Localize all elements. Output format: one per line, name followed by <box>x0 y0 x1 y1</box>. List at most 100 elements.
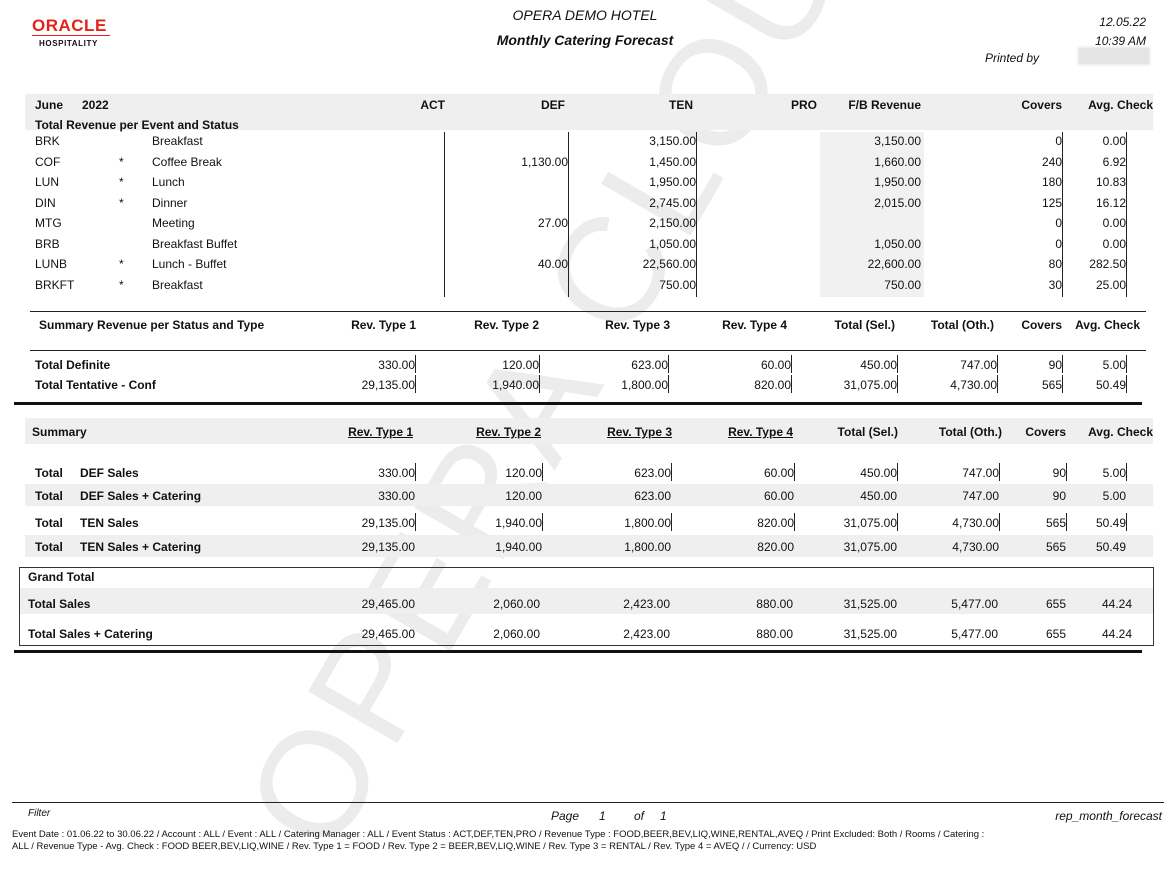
fb-value: 2,015.00 <box>874 195 921 210</box>
rev-type-4-value: 820.00 <box>754 378 791 392</box>
of-label: of <box>634 809 645 823</box>
rev-type-3-value: 2,423.00 <box>623 597 670 611</box>
col-covers: Covers <box>1025 425 1066 439</box>
avg-check-value: 44.24 <box>1101 627 1132 641</box>
covers-value: 565 <box>1041 378 1062 392</box>
cell-divider <box>794 463 795 481</box>
row-label-total: Total <box>35 489 63 503</box>
report-time: 10:39 AM <box>1095 34 1146 48</box>
col-rev-type-3: Rev. Type 3 <box>605 318 670 332</box>
event-code: DIN <box>35 195 56 210</box>
printed-by-redacted <box>1078 47 1150 65</box>
cell-divider <box>1126 375 1127 393</box>
cell-divider <box>1126 355 1127 373</box>
rev-type-4-value: 880.00 <box>756 627 793 641</box>
ten-value: 1,950.00 <box>649 175 696 189</box>
total-oth-value: 747.00 <box>962 489 999 503</box>
star-marker: * <box>119 257 124 271</box>
event-name: Lunch - Buffet <box>152 257 227 271</box>
ten-value: 2,150.00 <box>649 216 696 230</box>
section1-subtitle: Total Revenue per Event and Status <box>35 118 239 132</box>
col-rev-type-4: Rev. Type 4 <box>728 425 793 439</box>
total-sel-value: 450.00 <box>860 358 897 372</box>
col-total-oth: Total (Oth.) <box>930 318 994 332</box>
col-divider <box>696 132 697 297</box>
total-sel-value: 450.00 <box>860 489 897 503</box>
event-name: Meeting <box>152 216 195 230</box>
report-title: Monthly Catering Forecast <box>496 32 674 48</box>
rev-type-1-value: 29,465.00 <box>361 597 415 611</box>
row-label-total: Total <box>35 516 63 530</box>
col-avg-check: Avg. Check <box>1088 98 1153 112</box>
col-avg-check: Avg. Check <box>1088 425 1153 439</box>
rev-type-2-value: 120.00 <box>505 466 542 480</box>
row-label-total: Total <box>35 540 63 554</box>
rev-type-1-value: 29,465.00 <box>361 627 415 641</box>
rev-type-1-value: 330.00 <box>378 489 415 503</box>
cell-divider <box>539 355 540 373</box>
section2-title: Summary Revenue per Status and Type <box>39 318 265 332</box>
col-rev-type-3: Rev. Type 3 <box>607 425 672 439</box>
row-label: TEN Sales <box>80 516 139 530</box>
star-marker: * <box>119 175 124 189</box>
section3-title: Summary <box>32 425 87 439</box>
star-marker: * <box>119 154 124 169</box>
row-label: DEF Sales + Catering <box>80 489 202 503</box>
avg-check-value: 50.49 <box>1095 378 1126 392</box>
logo-rule <box>32 35 110 36</box>
fb-value: 1,050.00 <box>874 236 921 251</box>
rev-type-4-value: 880.00 <box>756 597 793 611</box>
cell-divider <box>542 513 543 531</box>
avg-check-value: 5.00 <box>1102 466 1126 480</box>
footer-rule <box>12 802 1164 803</box>
avg-check-value: 6.92 <box>1102 154 1126 169</box>
rev-type-3-value: 623.00 <box>634 489 671 503</box>
rev-type-2-value: 120.00 <box>505 489 542 503</box>
cell-divider <box>671 463 672 481</box>
avg-check-value: 0.00 <box>1102 134 1126 148</box>
event-code: BRKFT <box>35 277 75 292</box>
fb-value: 22,600.00 <box>867 257 921 271</box>
col-rev-type-1: Rev. Type 1 <box>348 425 413 439</box>
rev-type-4-value: 60.00 <box>763 489 794 503</box>
col-rev-type-2: Rev. Type 2 <box>476 425 541 439</box>
event-code: COF <box>35 154 61 169</box>
total-sel-value: 31,075.00 <box>843 516 897 530</box>
rev-type-3-value: 1,800.00 <box>621 378 668 392</box>
covers-value: 30 <box>1048 277 1062 292</box>
covers-value: 565 <box>1045 516 1066 530</box>
total-oth-value: 4,730.00 <box>952 516 999 530</box>
grand-total-title: Grand Total <box>28 570 95 584</box>
col-total-sel: Total (Sel.) <box>837 425 898 439</box>
ten-value: 750.00 <box>659 277 696 292</box>
col-covers: Covers <box>1021 98 1062 112</box>
logo-subtitle: HOSPITALITY <box>39 39 98 48</box>
rev-type-2-value: 2,060.00 <box>493 597 540 611</box>
grand-total-band <box>20 588 1153 614</box>
total-sel-value: 31,525.00 <box>843 597 897 611</box>
avg-check-value: 44.24 <box>1101 597 1132 611</box>
cell-divider <box>897 375 898 393</box>
hotel-name: OPERA DEMO HOTEL <box>512 7 658 23</box>
covers-value: 655 <box>1045 627 1066 641</box>
filter-line-2: ALL / Revenue Type - Avg. Check : FOOD B… <box>12 841 817 852</box>
oracle-logo: ORACLE <box>32 16 107 35</box>
row-label: TEN Sales + Catering <box>80 540 202 554</box>
cell-divider <box>1062 355 1063 373</box>
col-def: DEF <box>541 98 565 112</box>
col-rev-type-2: Rev. Type 2 <box>474 318 539 332</box>
section2-top-rule <box>30 311 1146 312</box>
rev-type-4-value: 60.00 <box>760 358 791 372</box>
cell-divider <box>897 513 898 531</box>
event-code: LUN <box>35 175 60 189</box>
cell-divider <box>791 355 792 373</box>
total-oth-value: 747.00 <box>962 466 999 480</box>
col-rev-type-4: Rev. Type 4 <box>722 318 787 332</box>
cell-divider <box>999 513 1000 531</box>
col-fb-revenue: F/B Revenue <box>848 98 921 112</box>
cell-divider <box>1126 513 1127 531</box>
month-label: June <box>35 98 64 112</box>
event-name: Coffee Break <box>152 154 222 169</box>
def-value: 1,130.00 <box>521 154 568 169</box>
covers-value: 0 <box>1055 216 1062 230</box>
